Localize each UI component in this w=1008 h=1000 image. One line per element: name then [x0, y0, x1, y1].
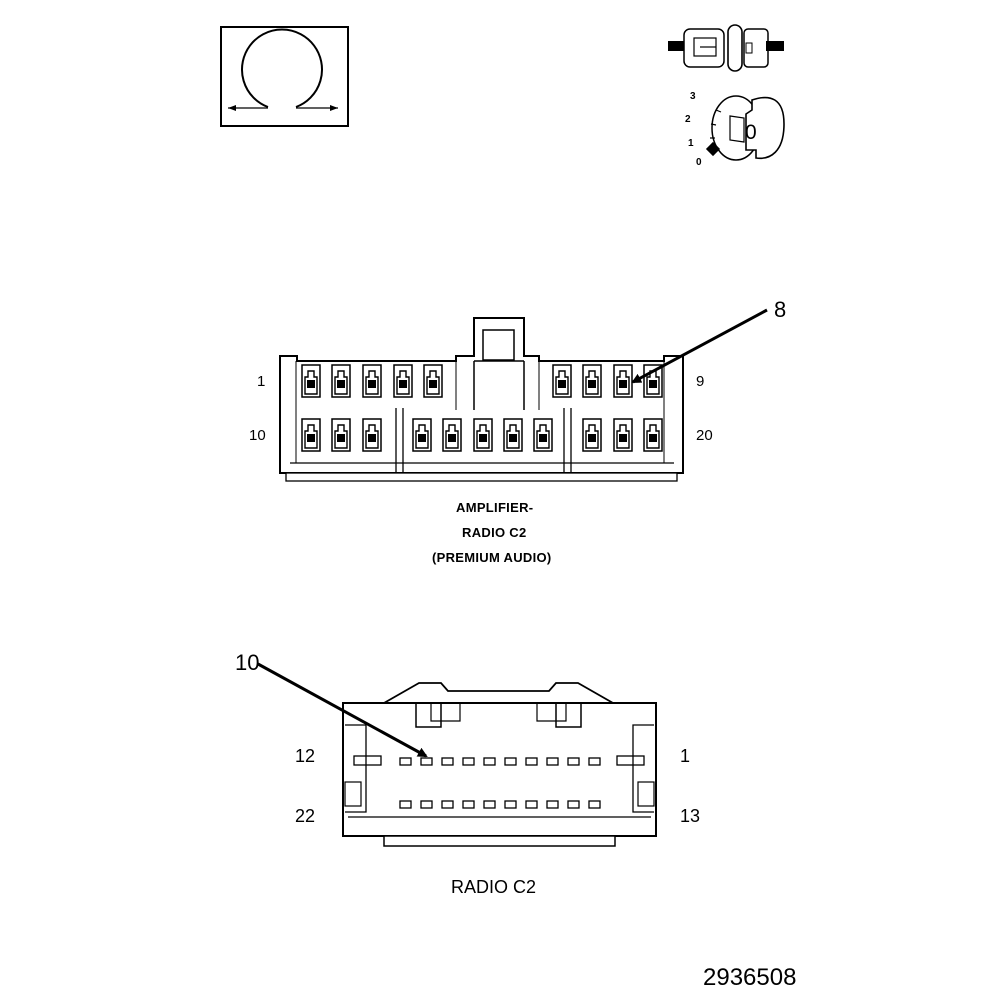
pin-cavity [420, 800, 433, 809]
pin-cavity [546, 800, 559, 809]
amp-callout-label: 8 [774, 297, 787, 322]
pin-cavity [483, 757, 496, 766]
amp-pin-label-1: 1 [257, 373, 266, 390]
disconnect-connector-icon [668, 24, 784, 72]
amp-pin-label-20: 20 [696, 427, 713, 444]
pin-cavity [588, 757, 601, 766]
radio-pin-label-12: 12 [295, 746, 316, 766]
pin-cavity [441, 757, 454, 766]
ignition-key-label: 0 [745, 121, 757, 144]
callout-arrow-8 [631, 308, 768, 384]
figure-id: 2936508 [703, 964, 797, 991]
ohmmeter-symbol-icon [220, 26, 349, 127]
pin-cavity [441, 800, 454, 809]
ignition-position-2: 2 [685, 114, 691, 125]
pin-cavity [567, 757, 580, 766]
ignition-position-0: 0 [696, 157, 702, 168]
pin-cavity [399, 800, 412, 809]
radio-top-row [399, 757, 601, 766]
amp-pin-label-9: 9 [696, 373, 705, 390]
radio-pin-label-1: 1 [680, 746, 691, 766]
pin-cavity [399, 757, 412, 766]
pin-cavity [588, 800, 601, 809]
pin-cavity [546, 757, 559, 766]
pin-cavity [462, 757, 475, 766]
radio-callout-label: 10 [235, 650, 260, 675]
radio-pin-label-22: 22 [295, 806, 316, 826]
amp-caption-line-2: RADIO C2 [462, 525, 527, 540]
radio-c2-connector [342, 682, 657, 847]
radio-caption: RADIO C2 [451, 877, 537, 897]
pin-cavity [420, 757, 433, 766]
callout-arrow-10 [257, 662, 428, 758]
amplifier-radio-c2-connector [279, 317, 684, 482]
amp-caption-line-3: (PREMIUM AUDIO) [432, 550, 552, 565]
amp-caption-line-1: AMPLIFIER- [456, 500, 534, 515]
pin-cavity [525, 757, 538, 766]
pin-cavity [462, 800, 475, 809]
pin-cavity [504, 800, 517, 809]
pin-cavity [504, 757, 517, 766]
ignition-position-3: 3 [690, 91, 696, 102]
pin-cavity [525, 800, 538, 809]
pin-cavity [483, 800, 496, 809]
ignition-key-off-icon [705, 95, 785, 161]
amp-pin-label-10: 10 [249, 427, 266, 444]
ignition-position-1: 1 [688, 138, 694, 149]
pin-cavity [567, 800, 580, 809]
radio-bottom-row [399, 800, 601, 809]
radio-pin-label-13: 13 [680, 806, 701, 826]
